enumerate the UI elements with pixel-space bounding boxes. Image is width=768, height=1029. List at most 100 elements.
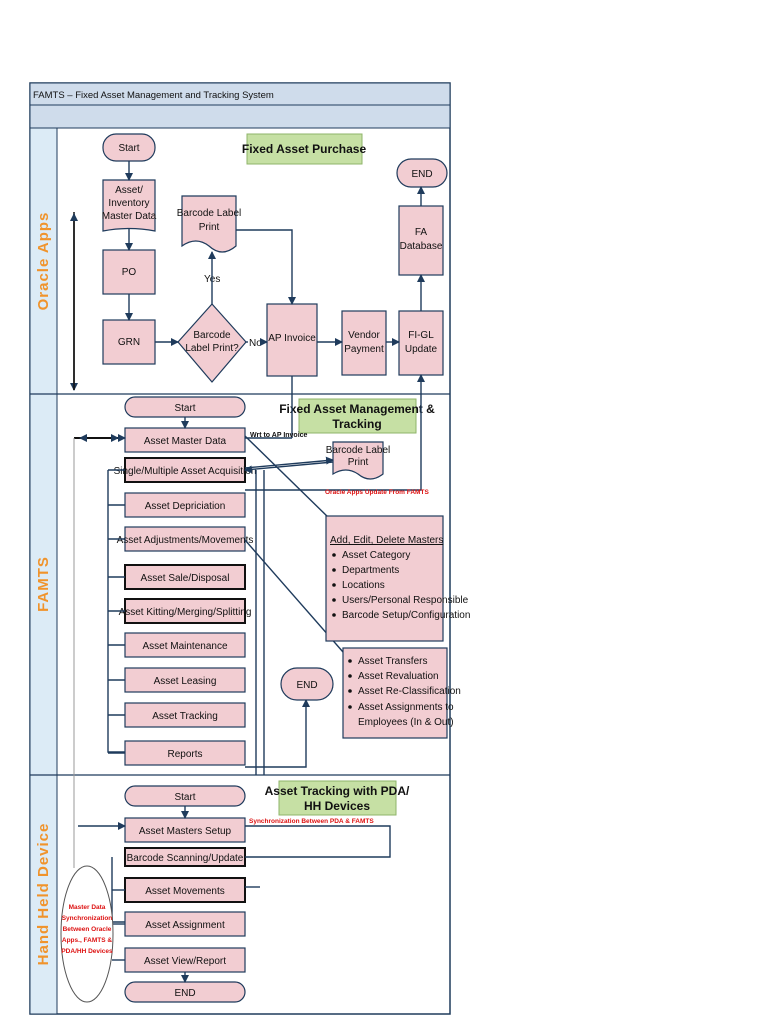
hh-process-label: Barcode Scanning/Update: [127, 853, 244, 864]
famts-masters-box: [325, 515, 444, 642]
famts-process-box[interactable]: [124, 667, 246, 693]
oval-text-line: Master Data: [69, 904, 106, 911]
oracle-no-label: No: [249, 338, 262, 349]
oval-text-line: Synchronization: [62, 915, 113, 922]
famts-process-label: Asset Maintenance: [142, 641, 227, 652]
banner-pda: [278, 780, 397, 816]
banner-mgmt-text-1: Fixed Asset Management &: [279, 402, 435, 416]
oracle-grn-node[interactable]: [102, 319, 156, 365]
oracle-fadb-label-2: Database: [400, 241, 443, 252]
oracle-fadb-label-1: FA: [415, 227, 428, 238]
connector: [245, 825, 391, 858]
oracle-master-label-2: Inventory: [108, 198, 149, 209]
bullet: [348, 689, 352, 693]
hh-process-box[interactable]: [124, 877, 246, 903]
connector: [244, 456, 334, 469]
famts-process-label: Asset Sale/Disposal: [141, 573, 230, 584]
oracle-barcode-print-node[interactable]: [181, 195, 237, 253]
lane-hh: [29, 774, 58, 1015]
hh-sync-oval: [60, 865, 114, 1003]
famts-barcode-print-node[interactable]: [332, 441, 384, 480]
oracle-figl-node[interactable]: [398, 310, 444, 376]
banner-pda-text-1: Asset Tracking with PDA/: [265, 784, 410, 798]
movements-item: Asset Re-Classification: [358, 686, 461, 697]
oracle-figl-label-1: FI-GL: [408, 330, 434, 341]
famts-barcode-label-1: Barcode Label: [326, 445, 391, 456]
connector: [236, 229, 296, 305]
header-subbar: [29, 104, 451, 129]
bullet: [332, 598, 336, 602]
connector: [245, 699, 310, 768]
oracle-vendor-label-2: Payment: [344, 344, 384, 355]
masters-item: Barcode Setup/Configuration: [342, 610, 470, 621]
famts-process-box[interactable]: [124, 740, 246, 766]
famts-barcode-label-2: Print: [348, 457, 369, 468]
bullet: [332, 613, 336, 617]
famts-movements-box: [342, 647, 448, 739]
famts-end-node[interactable]: [280, 667, 334, 701]
masters-item: Locations: [342, 580, 385, 591]
oracle-master-label-3: Master Data: [102, 211, 157, 222]
famts-masters-title: Add, Edit, Delete Masters: [330, 535, 443, 546]
oracle-master-data-node[interactable]: [102, 179, 156, 232]
famts-process-box[interactable]: [124, 457, 246, 483]
connector: [107, 470, 125, 753]
oracle-grn-label: GRN: [118, 337, 140, 348]
masters-item: Asset Category: [342, 550, 410, 561]
famts-process-label: Asset Adjustments/Movements: [117, 535, 254, 546]
bullet: [348, 659, 352, 663]
connector: [245, 374, 425, 491]
lane-oracle: [29, 127, 58, 395]
famts-process-box[interactable]: [124, 702, 246, 728]
movements-item: Asset Transfers: [358, 656, 427, 667]
famts-process-box[interactable]: [124, 526, 246, 552]
movements-item: Employees (In & Out): [358, 717, 454, 728]
banner-purchase-text: Fixed Asset Purchase: [242, 142, 367, 156]
famts-process-label: Asset Depriciation: [145, 501, 226, 512]
famts-process-box[interactable]: [124, 598, 246, 624]
hh-sync-label: Synchronization Between PDA & FAMTS: [249, 818, 374, 825]
bullet: [332, 568, 336, 572]
oval-text-line: PDA/HH Devices: [61, 948, 113, 955]
hh-process-box[interactable]: [124, 817, 246, 843]
connector: [244, 461, 334, 474]
lane-label-famts: FAMTS: [35, 556, 52, 612]
hh-process-box[interactable]: [124, 947, 246, 973]
hh-start-label: Start: [174, 792, 195, 803]
oval-text-line: Apps., FAMTS &: [62, 937, 113, 944]
famts-end-label: END: [296, 680, 317, 691]
bullet: [348, 674, 352, 678]
oracle-fa-db-node[interactable]: [398, 205, 444, 276]
oracle-ap-invoice-node[interactable]: [266, 303, 318, 377]
hh-end-label: END: [174, 988, 195, 999]
banner-purchase: [246, 133, 363, 165]
oracle-vendor-node[interactable]: [341, 310, 387, 376]
lane-label-hh: Hand Held Device: [35, 823, 52, 966]
famts-process-box[interactable]: [124, 632, 246, 658]
oracle-decision-label-2: Label Print?: [185, 343, 239, 354]
bullet: [332, 583, 336, 587]
oval-text-line: Between Oracle: [63, 926, 112, 933]
masters-item: Users/Personal Responsible: [342, 595, 469, 606]
hh-process-label: Asset View/Report: [144, 956, 226, 967]
bullet: [332, 553, 336, 557]
banner-pda-text-2: HH Devices: [304, 799, 370, 813]
oracle-start-label: Start: [118, 143, 139, 154]
oracle-barcode-label-2: Print: [199, 222, 220, 233]
famts-wrt-ap: Wrt to AP Invoice: [250, 432, 308, 439]
lane-label-oracle: Oracle Apps: [35, 212, 52, 311]
connector: [244, 435, 332, 521]
oracle-decision-node[interactable]: [177, 303, 247, 383]
hh-process-label: Asset Movements: [145, 886, 224, 897]
banner-mgmt: [298, 398, 417, 434]
oracle-end-label: END: [411, 169, 432, 180]
movements-item: Asset Revaluation: [358, 671, 439, 682]
hh-process-box[interactable]: [124, 911, 246, 937]
movements-item: Asset Assignments to: [358, 702, 454, 713]
famts-process-box[interactable]: [124, 427, 246, 453]
famts-process-label: Asset Leasing: [154, 676, 217, 687]
oracle-po-label: PO: [122, 267, 137, 278]
famts-process-label: Asset Kitting/Merging/Splitting: [119, 607, 252, 618]
header-title: FAMTS – Fixed Asset Management and Track…: [33, 90, 274, 101]
